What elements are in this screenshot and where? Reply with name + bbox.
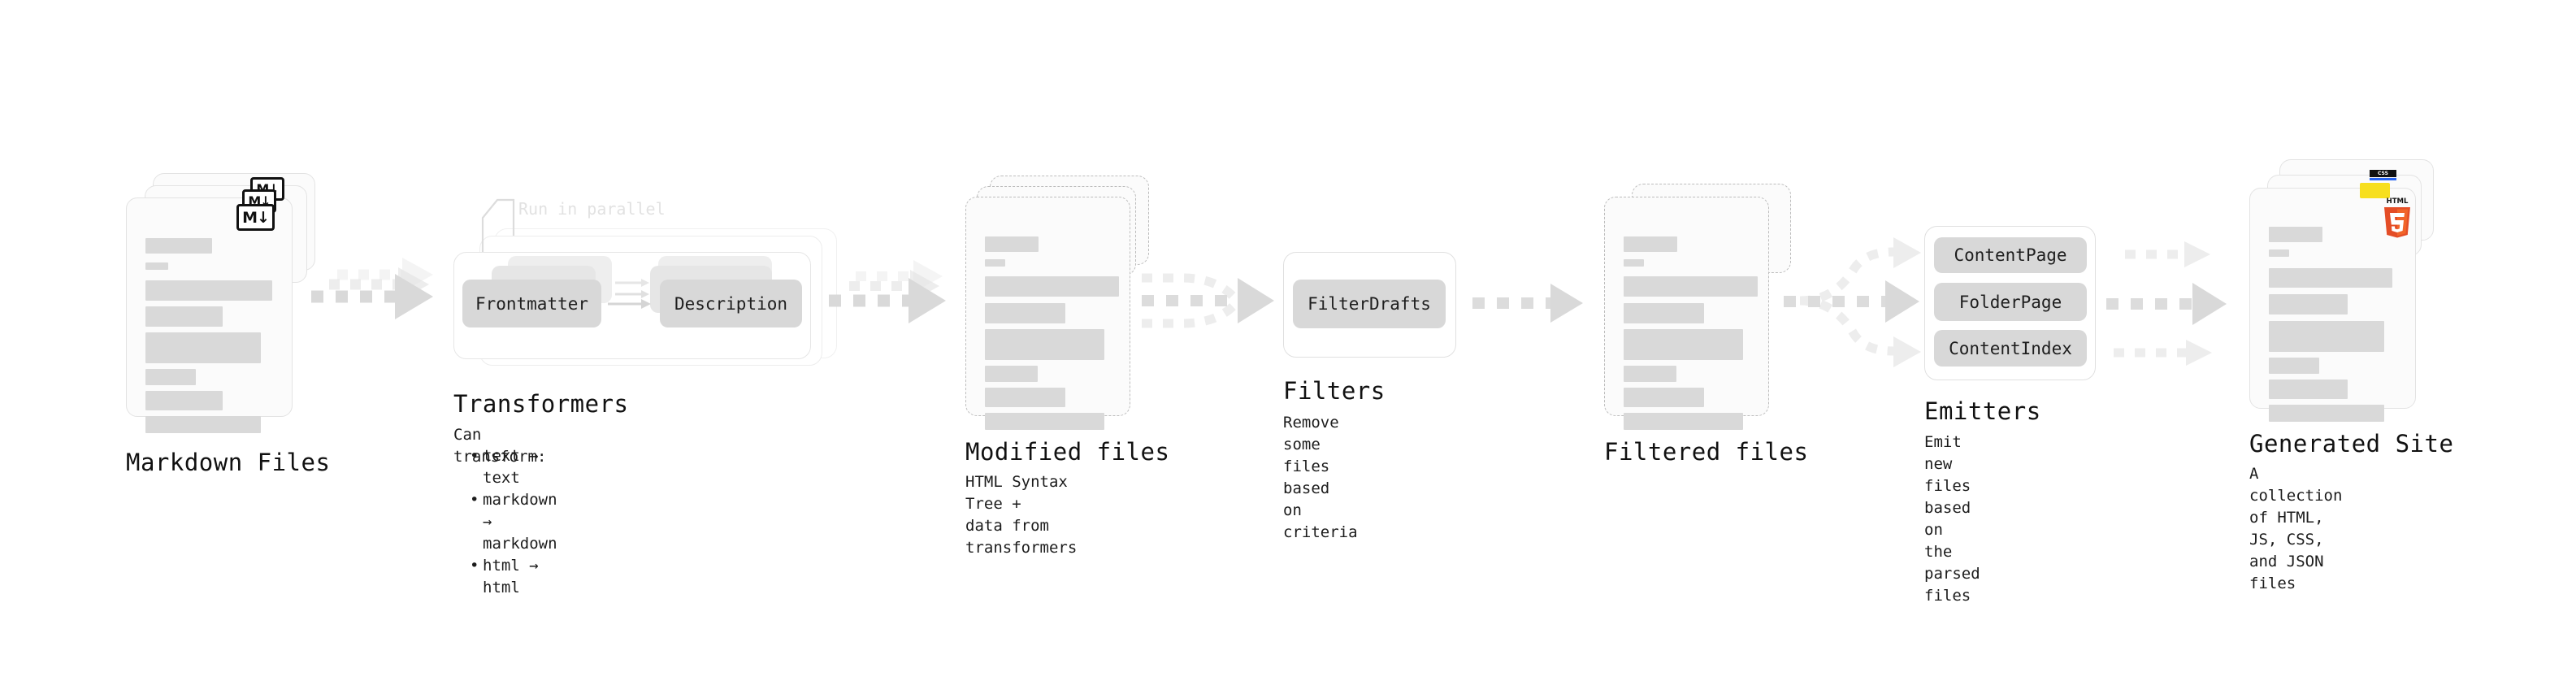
generated-site-description: A collection of HTML, JS, CSS, and JSON … xyxy=(2249,465,2343,592)
stage-label-emitters: Emitters xyxy=(1924,397,2041,425)
stage-label-markdown-files: Markdown Files xyxy=(126,449,331,476)
arrow-transformers-to-modified xyxy=(829,260,946,323)
filtered-doc-front xyxy=(1604,197,1769,430)
modified-doc-front xyxy=(965,197,1130,430)
stage-label-transformers: Transformers xyxy=(453,390,629,418)
stage-label-modified-files: Modified files xyxy=(965,438,1170,466)
stage-label-filters: Filters xyxy=(1283,377,1386,405)
arrow-modified-to-filters xyxy=(1142,273,1274,328)
stage-label-filtered-files: Filtered files xyxy=(1604,438,1809,466)
markdown-badge-front: M↓ xyxy=(236,204,275,231)
arrow-filters-to-filtered xyxy=(1472,284,1583,323)
arrow-markdown-to-transformers xyxy=(311,258,433,319)
emitters-chip-contentpage[interactable]: ContentPage xyxy=(1934,237,2087,273)
javascript-icon xyxy=(2360,183,2390,198)
transformer-bullet-text: text → text xyxy=(470,445,557,489)
transformer-bullet-html: html → html xyxy=(470,555,557,599)
emitters-chip-folderpage[interactable]: FolderPage xyxy=(1934,283,2087,321)
filters-description: Remove some files based on criteria xyxy=(1283,414,1358,541)
svg-text:HTML: HTML xyxy=(2387,197,2409,206)
arrow-emitters-to-site xyxy=(2106,241,2227,366)
html5-icon: HTML xyxy=(2381,195,2413,238)
transformers-bullets: text → text markdown → markdown html → h… xyxy=(465,445,557,599)
arrow-filtered-to-emitters xyxy=(1784,237,1921,367)
emitters-chip-contentindex[interactable]: ContentIndex xyxy=(1934,330,2087,367)
transformer-chip-description[interactable]: Description xyxy=(660,280,802,327)
markdown-doc-front xyxy=(126,197,293,433)
filters-chip-filterdrafts[interactable]: FilterDrafts xyxy=(1293,280,1446,328)
transformer-chip-frontmatter[interactable]: Frontmatter xyxy=(462,280,601,327)
emitters-description: Emit new files based on the parsed files xyxy=(1924,433,1980,605)
css3-icon: CSS xyxy=(2370,170,2396,180)
modified-files-description: HTML Syntax Tree + data from transformer… xyxy=(965,473,1078,557)
transformer-bullet-markdown: markdown → markdown xyxy=(470,489,557,555)
stage-label-generated-site: Generated Site xyxy=(2249,430,2454,458)
run-in-parallel-note: Run in parallel xyxy=(518,199,666,219)
